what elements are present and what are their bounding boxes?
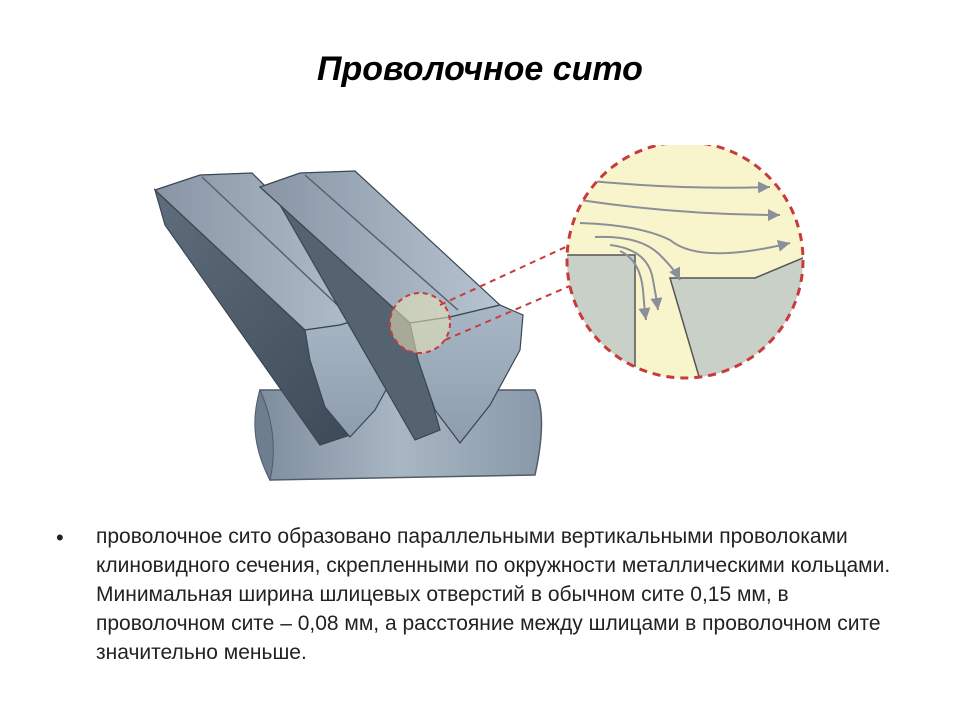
wire-screen-diagram <box>140 145 820 500</box>
bullet-text: проволочное сито образовано параллельным… <box>96 525 891 664</box>
flow-arrow <box>579 222 791 255</box>
slot-highlight-circle <box>389 292 451 354</box>
bullet-marker: • <box>56 525 64 550</box>
flow-arrow <box>619 250 651 321</box>
wedge-wire-right <box>258 170 524 444</box>
zoom-detail-circle <box>565 145 805 380</box>
flow-arrow <box>579 199 781 221</box>
flow-arrow <box>579 179 771 194</box>
flow-arrow <box>609 244 663 311</box>
slide-title: Проволочное сито <box>317 50 643 88</box>
flow-arrow <box>594 235 681 281</box>
zoom-connector-lines <box>439 244 573 341</box>
